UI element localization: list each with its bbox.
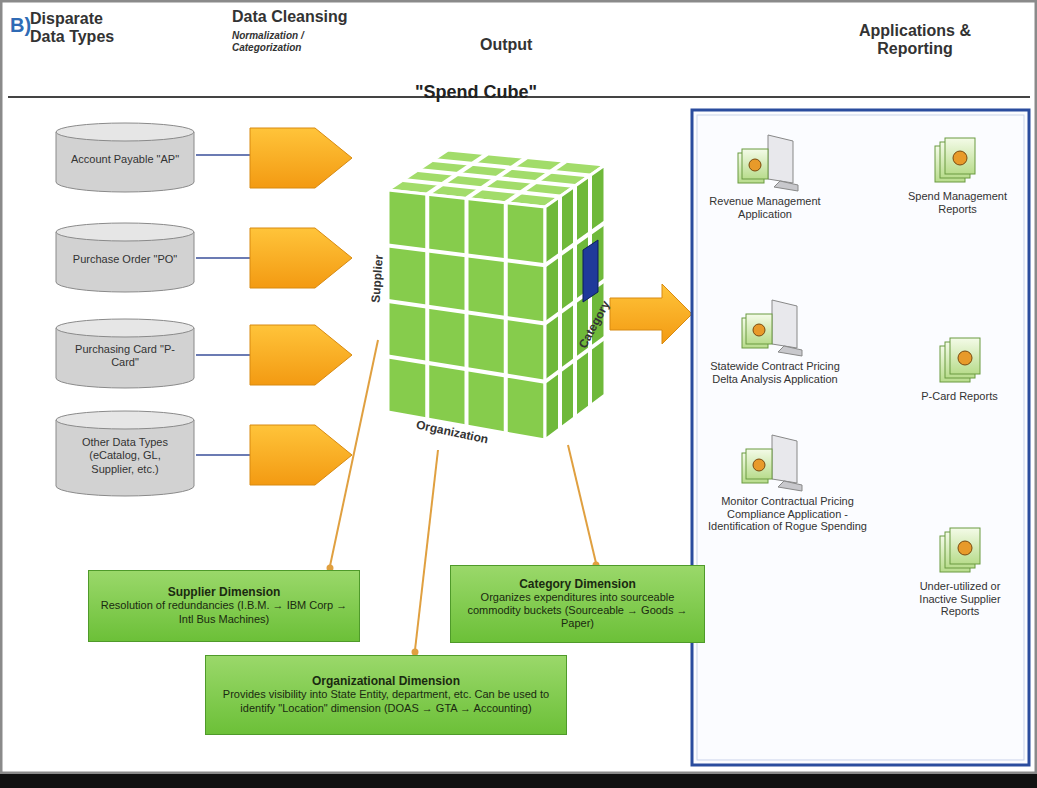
cube-axis-label: Supplier [368,239,387,320]
data-source-cylinder: Purchase Order "PO" [55,222,195,292]
source-name: Purchasing Card "P-Card" [67,343,183,369]
spend-cube [388,150,605,440]
data-source-cylinder: Account Payable "AP" [55,122,195,192]
application-name: Monitor Contractual Pricing Compliance A… [705,495,870,533]
report-name: P-Card Reports [912,390,1007,403]
column-heading: Applications & Reporting [820,22,1010,59]
column-subheading: Normalization / Categorization [232,30,352,53]
box-heading: Organizational Dimension [312,674,460,688]
box-heading: Supplier Dimension [168,585,281,599]
dimension-box: Category DimensionOrganizes expenditures… [450,565,705,643]
box-body: Provides visibility into State Entity, d… [216,688,556,714]
cube-title: "Spend Cube" [415,82,537,103]
applications-panel [692,110,1029,765]
column-heading: Data Cleansing [232,8,362,26]
section-letter: B) [10,14,31,37]
data-source-cylinder: Purchasing Card "P-Card" [55,318,195,388]
source-lines [196,155,250,455]
dimension-box: Supplier DimensionResolution of redundan… [88,570,360,642]
report-name: Under-utilized or Inactive Supplier Repo… [900,580,1020,618]
source-name: Account Payable "AP" [71,153,179,166]
bottom-bar [0,774,1037,788]
output-arrow [610,284,692,344]
data-source-cylinder: Other Data Types (eCatalog, GL, Supplier… [55,410,195,496]
cube-grid-line [388,357,545,382]
box-body: Organizes expenditures into sourceable c… [461,591,694,631]
panel-inner-rule [697,115,1024,760]
application-name: Revenue Management Application [705,195,825,220]
cleansing-arrows [250,128,352,485]
frame [1,1,1036,773]
column-heading: Output [480,36,532,54]
column-heading: Disparate Data Types [30,10,140,47]
cube-grid-line [433,160,590,176]
box-body: Resolution of redundancies (I.B.M. → IBM… [99,599,349,625]
report-name: Spend Management Reports [905,190,1010,215]
cube-grid-line [545,338,605,382]
cube-grid-line [388,301,545,324]
box-heading: Category Dimension [519,577,636,591]
dimension-box: Organizational DimensionProvides visibil… [205,655,567,735]
source-name: Purchase Order "PO" [73,253,177,266]
application-name: Statewide Contract Pricing Delta Analysi… [705,360,845,385]
source-name: Other Data Types (eCatalog, GL, Supplier… [67,436,183,476]
cube-grid-line [504,203,508,433]
